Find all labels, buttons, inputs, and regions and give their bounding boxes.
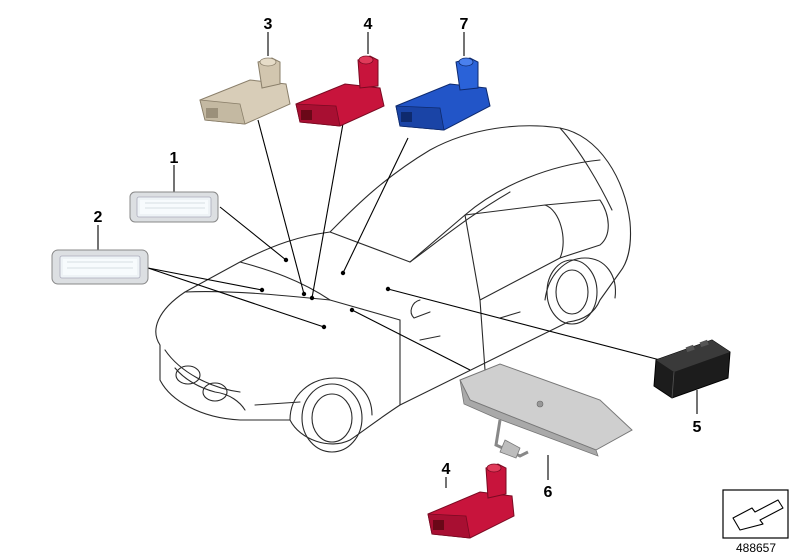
callout-1: 1 xyxy=(170,150,179,167)
part-4-red-connector-bottom xyxy=(427,463,515,539)
callout-6: 6 xyxy=(544,484,553,501)
part-7-blue-connector xyxy=(395,57,491,131)
leader-lines xyxy=(97,32,698,488)
attachment-points xyxy=(259,257,391,330)
part-2-interior-light xyxy=(51,249,149,285)
callout-4-top: 4 xyxy=(364,16,373,33)
callout-2: 2 xyxy=(94,209,103,226)
part-4-red-connector-top xyxy=(295,55,385,127)
part-3-beige-connector xyxy=(199,57,291,125)
callout-3: 3 xyxy=(264,16,273,33)
reference-arrow-icon xyxy=(722,489,789,539)
part-1-interior-light xyxy=(129,191,219,223)
callout-4-bottom: 4 xyxy=(442,461,451,478)
part-6-bracket-plate xyxy=(459,363,633,459)
document-number: 488657 xyxy=(736,541,776,555)
callout-labels: 1 2 3 4 7 5 6 4 xyxy=(94,16,702,501)
callout-7: 7 xyxy=(460,16,469,33)
callout-5: 5 xyxy=(693,419,702,436)
part-5-black-module xyxy=(653,339,731,399)
